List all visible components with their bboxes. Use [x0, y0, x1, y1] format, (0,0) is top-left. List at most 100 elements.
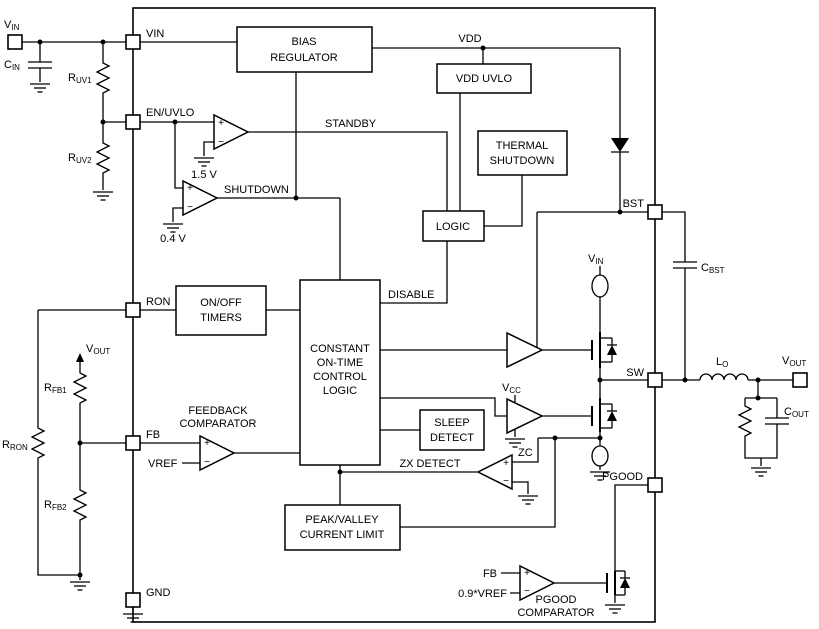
en-uvlo-pin	[125, 114, 141, 130]
sw-pin	[647, 372, 663, 388]
zx-detect-caption: ZX DETECT	[399, 458, 460, 470]
resistor-rron	[31, 424, 45, 461]
pgood-comparator-caption-1: PGOOD	[536, 594, 577, 606]
vout-tap-arrow	[76, 353, 84, 362]
vcc-label: VCC	[502, 382, 521, 395]
pgood-comparator-caption-2: COMPARATOR	[517, 607, 594, 619]
vin-pin-label: VIN	[146, 28, 164, 40]
feedback-comparator-caption-2: COMPARATOR	[179, 418, 256, 430]
bst-pin-label: BST	[623, 198, 645, 210]
zc-label: ZC	[518, 447, 533, 459]
thermal-label-1: THERMAL	[496, 140, 549, 152]
bst-pin	[647, 204, 663, 220]
vdd-uvlo-label: VDD UVLO	[456, 73, 513, 85]
pgood-comparator	[519, 564, 556, 602]
wire-ron-fb-network	[37, 309, 300, 580]
gnd-pin	[125, 592, 141, 608]
junction-dots	[37, 39, 761, 578]
pgood-comparator-plus: +	[524, 568, 530, 579]
cin-label: CIN	[4, 59, 20, 72]
shutdown-label: SHUTDOWN	[224, 184, 289, 196]
ground-cin	[29, 83, 51, 93]
cot-label-1: CONSTANT	[310, 343, 370, 355]
resistor-rfb1	[73, 369, 87, 406]
vdd-uvlo-block	[436, 63, 532, 94]
vout-terminal-label: VOUT	[782, 355, 806, 368]
resistor-ruv1	[96, 59, 110, 96]
pgood-pin	[647, 477, 663, 493]
ilim-label-1: PEAK/VALLEY	[305, 514, 379, 526]
resistor-ruv2	[96, 139, 110, 176]
fb-pin	[125, 435, 141, 451]
passive-components	[27, 59, 790, 523]
low-side-mosfet	[591, 398, 618, 432]
standby-label: STANDBY	[325, 118, 377, 130]
vin-source-label: VIN	[588, 253, 604, 266]
wire-vin-vdd-rail	[140, 41, 621, 212]
input-capacitor	[27, 61, 53, 69]
cout-label: COUT	[784, 406, 809, 419]
power-stage-devices	[591, 138, 631, 596]
output-capacitor	[764, 417, 790, 425]
cot-label-3: CONTROL	[313, 371, 367, 383]
pgood-ref-label: 0.9*VREF	[458, 588, 507, 600]
feedback-comparator-minus: −	[204, 457, 210, 468]
wire-logic-block	[380, 93, 523, 304]
en-uvlo-pin-label: EN/UVLO	[146, 107, 195, 119]
ground-ruv2	[92, 191, 114, 201]
cot-label-2: ON-TIME	[317, 357, 363, 369]
high-side-gate-driver	[506, 331, 544, 369]
wire-cot-outputs	[339, 349, 507, 505]
zx-detect-comparator	[476, 453, 513, 491]
low-side-gate-driver	[506, 397, 544, 435]
function-blocks: BIAS REGULATOR VDD UVLO THERMAL SHUTDOWN…	[175, 26, 568, 551]
inductor-coil	[699, 373, 749, 381]
bias-regulator-label-2: REGULATOR	[270, 52, 337, 64]
on-off-timers-block	[175, 285, 267, 336]
zx-comparator-minus: −	[503, 476, 509, 487]
wire-output-filter	[132, 379, 793, 612]
ref-0v4-label: 0.4 V	[160, 233, 186, 245]
cbst-label: CBST	[701, 262, 725, 275]
comparators-and-drivers: + − + − + − + − + −	[182, 113, 556, 602]
current-sense-symbol	[591, 445, 609, 467]
thermal-shutdown-block	[477, 130, 568, 176]
sleep-detect-block	[419, 409, 485, 451]
feedback-comparator-plus: +	[204, 438, 210, 449]
bootstrap-diode	[611, 138, 629, 153]
vout-terminal	[792, 372, 808, 388]
ron-pin	[125, 302, 141, 318]
output-resistor	[738, 402, 752, 439]
cot-control-logic-block	[299, 279, 381, 466]
shutdown-comparator	[182, 179, 219, 217]
wire-bst	[536, 211, 686, 380]
cot-label-4: LOGIC	[323, 385, 357, 397]
ilim-label-2: CURRENT LIMIT	[300, 529, 385, 541]
wire-input-network	[22, 41, 126, 190]
logic-block	[422, 210, 485, 242]
pgood-pin-label: PGOOD	[602, 471, 643, 483]
shutdown-comparator-plus: +	[187, 183, 193, 194]
enable-comparator-minus: −	[218, 137, 224, 148]
wire-current-sense	[400, 437, 600, 528]
ground-output	[750, 467, 772, 477]
pgood-fb-label: FB	[483, 568, 497, 580]
timers-label-1: ON/OFF	[200, 297, 242, 309]
ref-1v5-label: 1.5 V	[191, 169, 217, 181]
sleep-label-1: SLEEP	[434, 417, 469, 429]
bootstrap-capacitor	[672, 261, 698, 269]
zx-comparator-plus: +	[503, 458, 509, 469]
wires	[22, 41, 793, 612]
resistor-rfb2	[73, 486, 87, 523]
thermal-label-2: SHUTDOWN	[490, 155, 555, 167]
wire-pgood	[501, 484, 648, 603]
vdd-net-label: VDD	[458, 33, 481, 45]
ruv1-label: RUV1	[68, 72, 92, 85]
pgood-comparator-minus: −	[524, 586, 530, 597]
disable-label: DISABLE	[388, 289, 434, 301]
bias-regulator-block	[236, 26, 373, 73]
vin-source-symbol	[591, 274, 609, 298]
vin-terminal	[7, 34, 23, 50]
pgood-mosfet	[606, 570, 631, 596]
